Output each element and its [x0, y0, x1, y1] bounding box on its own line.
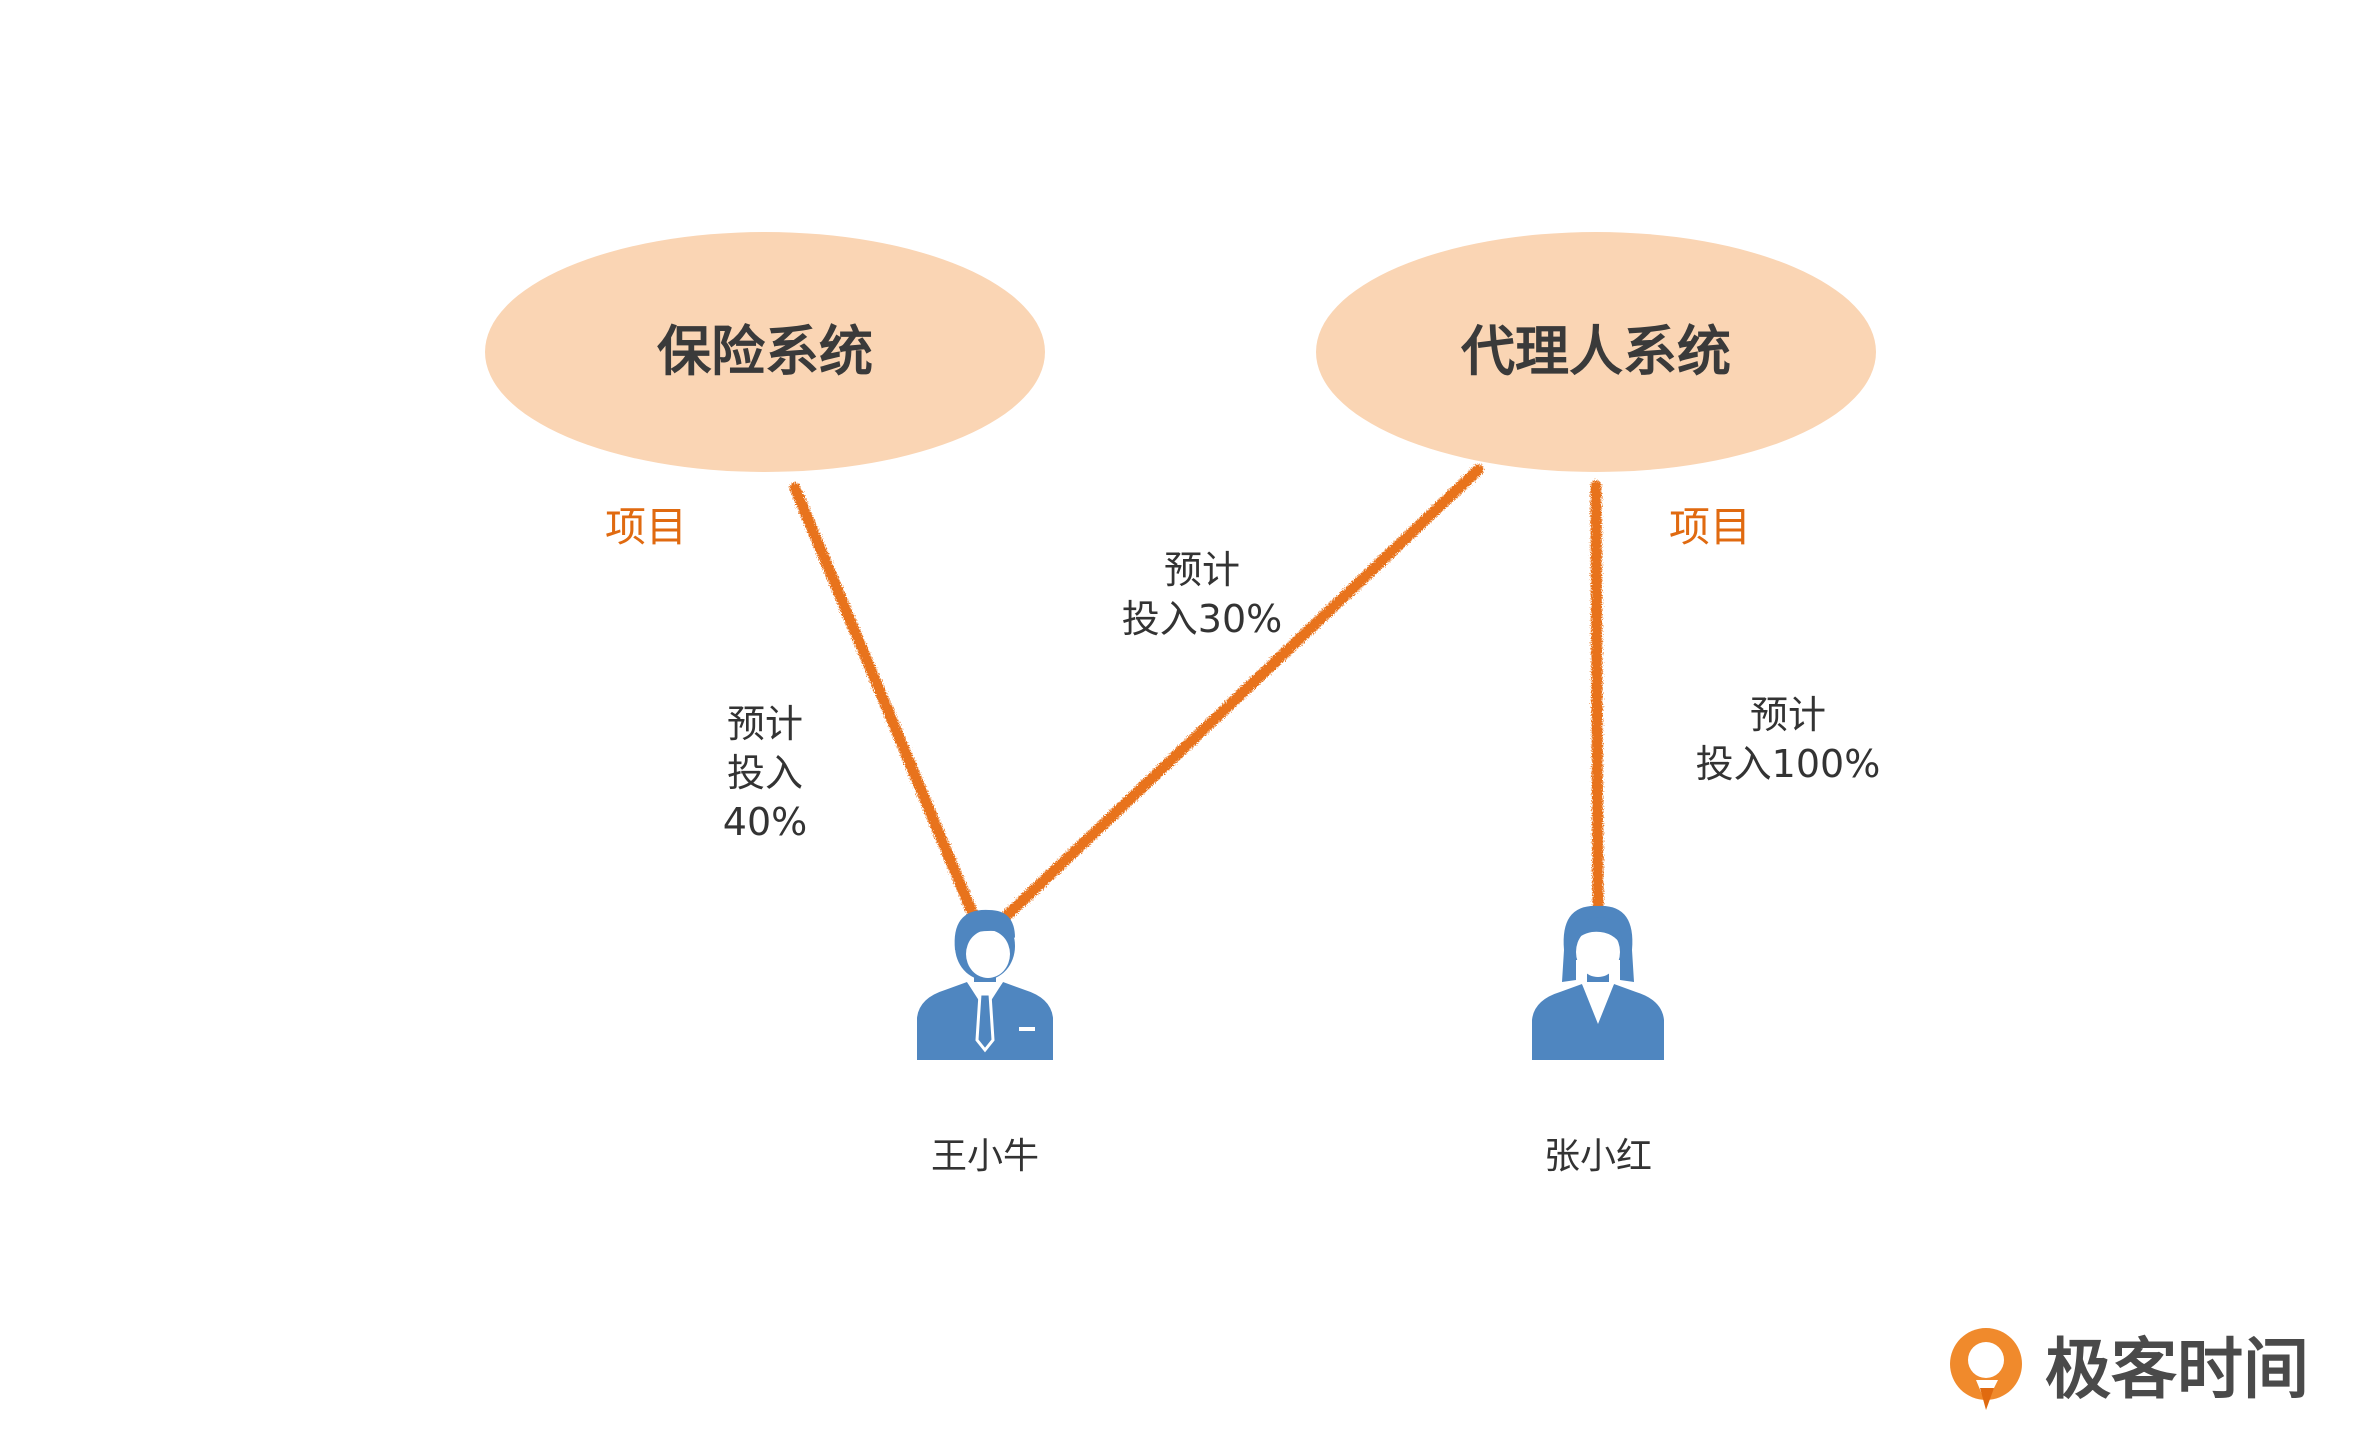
estimate-line: 预计 [727, 702, 803, 746]
system-label: 代理人系统 [1460, 320, 1731, 383]
logo-hole [1968, 1342, 2004, 1378]
system-ellipse [485, 232, 1045, 472]
links [789, 464, 1604, 928]
businesswoman-icon [1532, 905, 1664, 1060]
person-name-wang: 王小牛 [931, 1136, 1039, 1177]
system-label: 保险系统 [657, 320, 873, 383]
estimate-value: 投入100% [1696, 742, 1881, 786]
person-name-zhang: 张小红 [1544, 1136, 1652, 1177]
estimate-line: 投入 [727, 751, 803, 795]
person-fringe [1572, 917, 1623, 946]
person-hair [954, 909, 1015, 952]
geektime-logo-icon [1950, 1328, 2022, 1410]
link-insurance-wang [789, 482, 978, 918]
businessman-icon [917, 909, 1053, 1060]
link-label-insurance-wang: 预计 投入 40% [723, 702, 807, 844]
estimate-value: 40% [723, 800, 807, 844]
link-agent-wang [994, 464, 1484, 928]
link-agent-zhang [1590, 480, 1604, 922]
estimate-value: 投入30% [1122, 597, 1282, 641]
person-face [1576, 927, 1620, 977]
person-tie [975, 992, 995, 1053]
person-face [966, 930, 1010, 978]
person-pocket [1019, 1027, 1035, 1031]
system-node-insurance: 保险系统 [485, 232, 1045, 472]
system-node-agent: 代理人系统 [1316, 232, 1876, 472]
link-label-agent-zhang: 预计 投入100% [1696, 693, 1881, 786]
system-ellipse [1316, 232, 1876, 472]
logo-tail-tip [1980, 1388, 1994, 1410]
project-tag-insurance: 项目 [605, 503, 687, 551]
project-tag-agent: 项目 [1669, 503, 1751, 551]
estimate-line: 预计 [1164, 548, 1240, 592]
estimate-line: 预计 [1750, 693, 1826, 737]
person-blouse [1582, 980, 1614, 1024]
link-label-agent-wang: 预计 投入30% [1122, 548, 1282, 641]
brand-name: 极客时间 [2045, 1331, 2309, 1408]
